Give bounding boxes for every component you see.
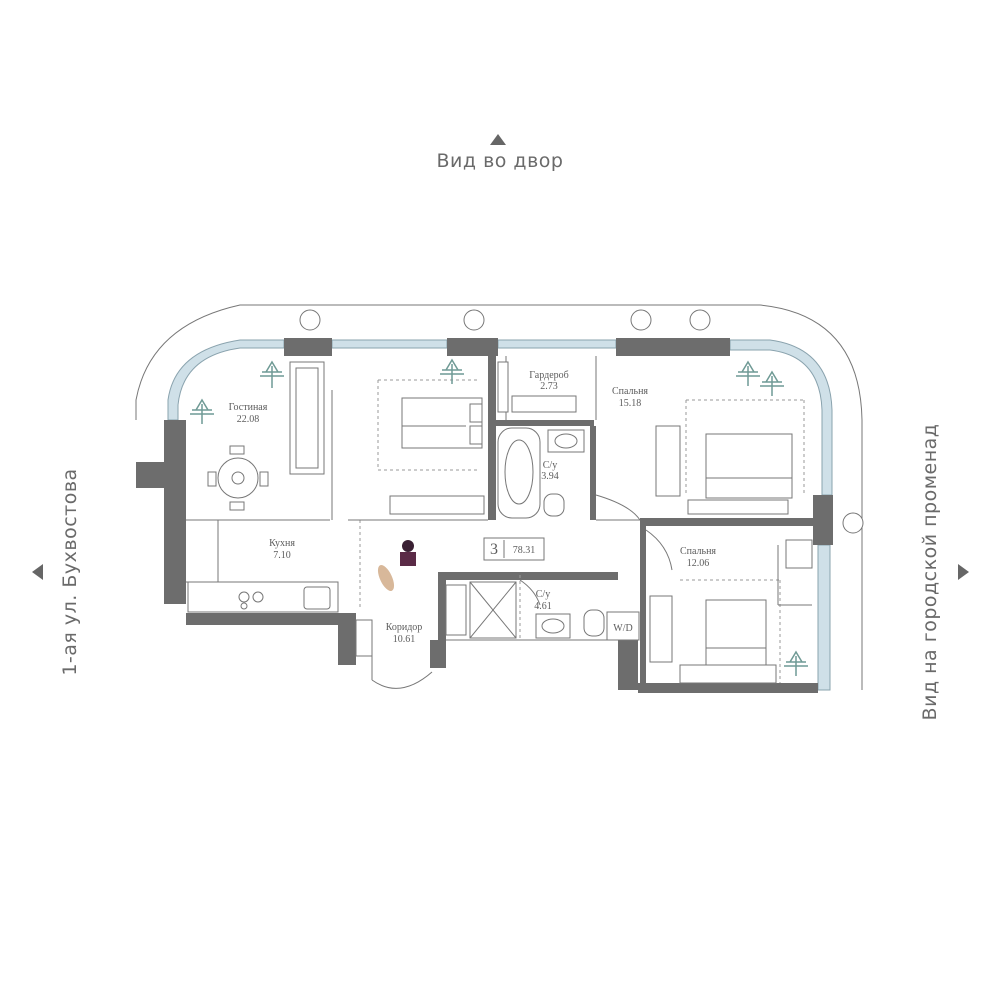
walls xyxy=(136,338,833,693)
kitchen-label: Кухня xyxy=(269,538,295,549)
bath1-area: 3.94 xyxy=(541,471,559,482)
apartment-badge: 3 78.31 xyxy=(483,537,545,561)
corridor-shoe-rack xyxy=(355,619,373,657)
kitchen-area: 7.10 xyxy=(273,550,291,561)
sofa xyxy=(289,361,325,475)
door-swings xyxy=(371,494,673,689)
bath1-label: С/у xyxy=(543,460,557,471)
plant-icons xyxy=(190,358,808,676)
living-room-area: 22.08 xyxy=(237,414,260,425)
window-glazing-right2 xyxy=(817,544,831,691)
wardrobe-area: 2.73 xyxy=(540,381,558,392)
terrace-outline xyxy=(135,304,863,690)
corridor-area: 10.61 xyxy=(393,634,416,645)
arrow-right-icon xyxy=(958,564,969,580)
corridor-label: Коридор xyxy=(386,622,423,633)
bedroom2-area: 12.06 xyxy=(687,558,710,569)
person-figure xyxy=(400,540,416,566)
bed-1 xyxy=(389,397,485,515)
bedroom2-label: Спальня xyxy=(680,546,716,557)
dog-figure xyxy=(377,565,395,591)
wardrobe-label: Гардероб xyxy=(529,370,568,381)
arrow-up-icon xyxy=(490,134,506,145)
window-glazing-top2 xyxy=(497,339,617,349)
total-area: 78.31 xyxy=(513,545,536,556)
arrow-left-icon xyxy=(32,564,43,580)
living-room-label: Гостиная xyxy=(229,402,268,413)
bed-2 xyxy=(655,425,793,515)
laundry-label: W/D xyxy=(613,623,632,634)
bedroom1-area: 15.18 xyxy=(619,398,642,409)
bath2-fixtures xyxy=(445,584,640,641)
shower xyxy=(469,581,517,639)
bed-3 xyxy=(649,539,813,684)
terrace-columns xyxy=(299,309,864,534)
bath2-label: С/у xyxy=(536,589,550,600)
rooms-count: 3 xyxy=(490,541,498,558)
bath1-sink xyxy=(543,429,585,517)
bath2-area: 4.61 xyxy=(534,601,552,612)
wardrobe-shelf xyxy=(497,361,577,413)
kitchen-counter xyxy=(187,581,339,613)
bedroom1-label: Спальня xyxy=(612,386,648,397)
dining-table xyxy=(207,445,269,511)
bathtub xyxy=(497,427,541,519)
view-label-courtyard: Вид во двор xyxy=(436,150,564,172)
window-glazing-top xyxy=(331,339,448,349)
